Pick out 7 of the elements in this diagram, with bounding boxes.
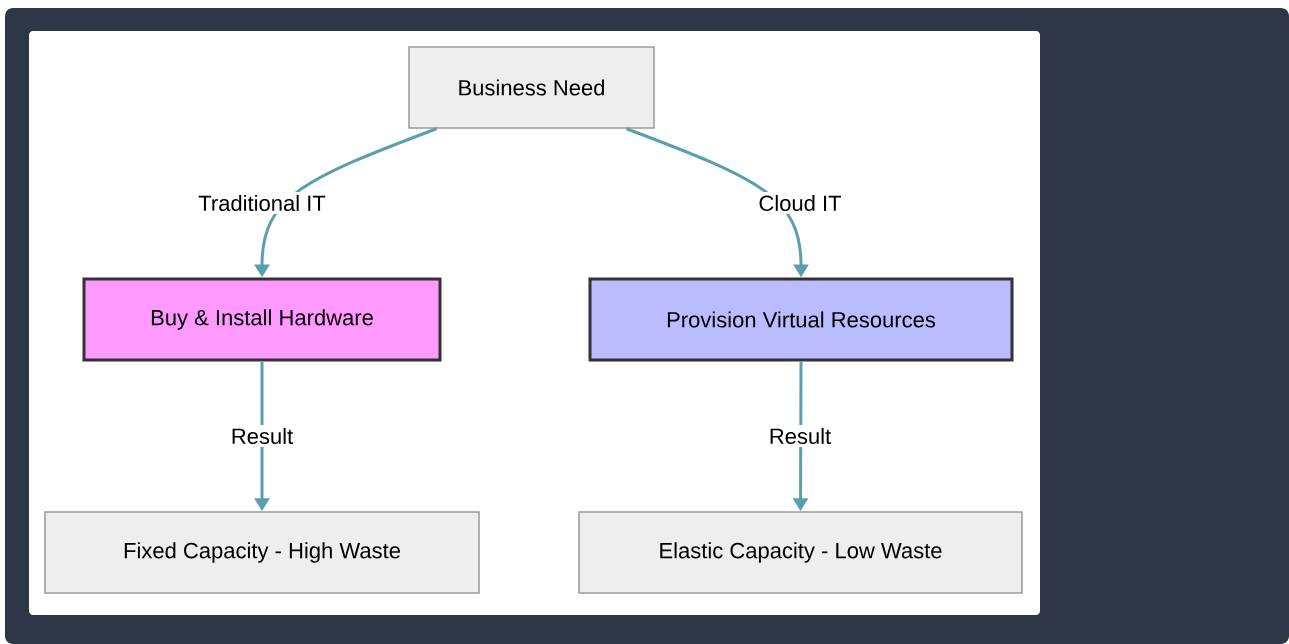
process-box: Provision Virtual Resources (588, 277, 1014, 362)
process-box: Fixed Capacity - High Waste (44, 511, 480, 594)
process-box: Business Need (408, 46, 655, 129)
edge-label: Traditional IT (195, 191, 329, 215)
process-box: Buy & Install Hardware (82, 277, 442, 362)
edge-label: Cloud IT (755, 191, 845, 215)
process-box: Elastic Capacity - Low Waste (578, 511, 1023, 594)
